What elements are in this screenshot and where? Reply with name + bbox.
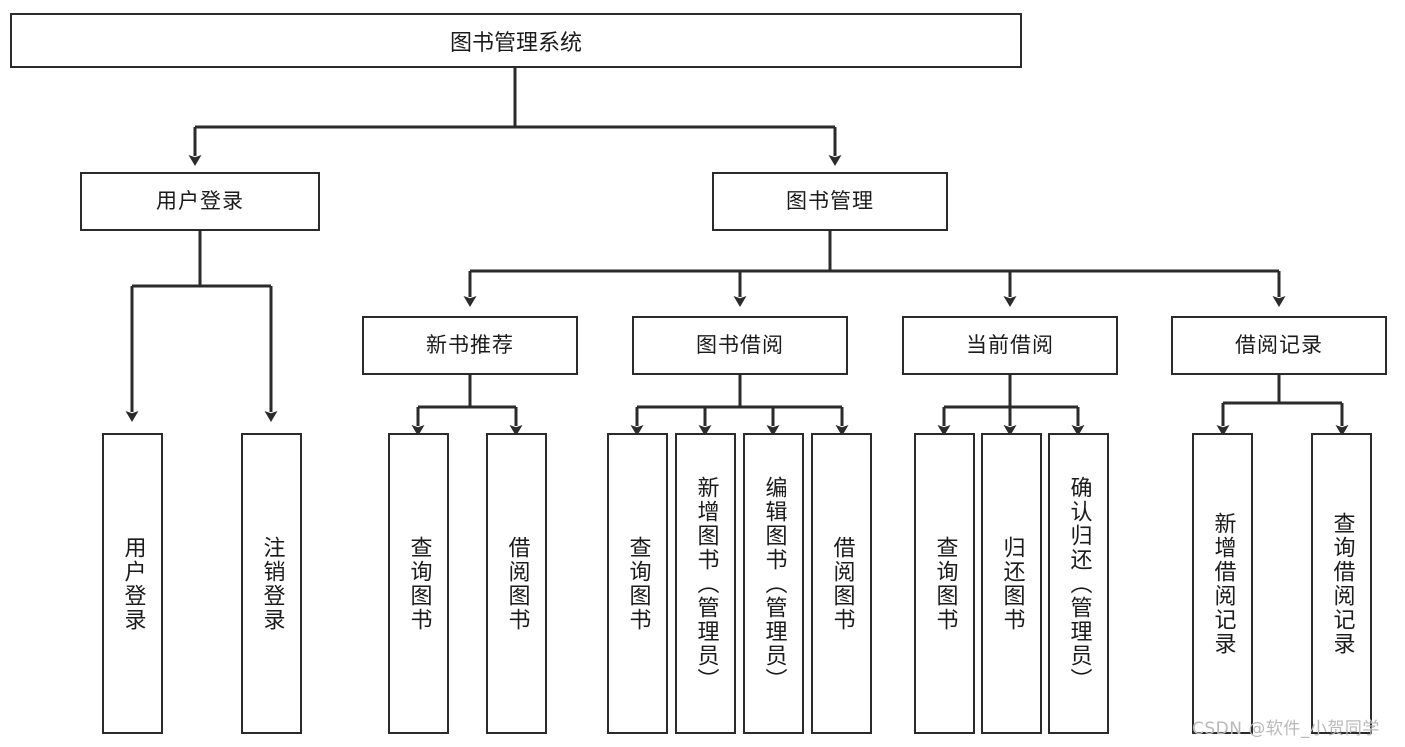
leaf-add-book-admin[interactable]: 新增图书（管理员） bbox=[675, 433, 736, 734]
node-user-login[interactable]: 用户登录 bbox=[80, 172, 320, 231]
leaf-query-book-recommend[interactable]: 查询图书 bbox=[388, 433, 449, 734]
leaf-logout[interactable]: 注销登录 bbox=[241, 433, 302, 734]
leaf-label: 借阅图书 bbox=[829, 535, 855, 632]
leaf-label: 注销登录 bbox=[259, 535, 285, 632]
node-new-book-recommend[interactable]: 新书推荐 bbox=[362, 316, 578, 375]
leaf-label: 确认归还（管理员） bbox=[1066, 475, 1092, 692]
node-label: 新书推荐 bbox=[426, 332, 514, 357]
node-book-borrow[interactable]: 图书借阅 bbox=[632, 316, 848, 375]
leaf-return-book[interactable]: 归还图书 bbox=[981, 433, 1042, 734]
node-label: 图书管理 bbox=[786, 188, 874, 213]
leaf-label: 查询借阅记录 bbox=[1329, 511, 1355, 656]
leaf-confirm-return-admin[interactable]: 确认归还（管理员） bbox=[1048, 433, 1109, 734]
node-label: 当前借阅 bbox=[966, 332, 1054, 357]
leaf-label: 用户登录 bbox=[120, 535, 146, 632]
leaf-label: 归还图书 bbox=[999, 535, 1025, 632]
leaf-label: 借阅图书 bbox=[504, 535, 530, 632]
leaf-query-borrow-record[interactable]: 查询借阅记录 bbox=[1311, 433, 1372, 734]
node-label: 图书借阅 bbox=[696, 332, 784, 357]
node-label: 图书管理系统 bbox=[449, 30, 582, 56]
node-borrow-record[interactable]: 借阅记录 bbox=[1171, 316, 1387, 375]
leaf-query-book-current[interactable]: 查询图书 bbox=[914, 433, 975, 734]
leaf-label: 查询图书 bbox=[932, 535, 958, 632]
leaf-user-login[interactable]: 用户登录 bbox=[102, 433, 163, 734]
leaf-label: 编辑图书（管理员） bbox=[761, 475, 787, 692]
leaf-query-book-borrow[interactable]: 查询图书 bbox=[607, 433, 668, 734]
node-root-system[interactable]: 图书管理系统 bbox=[10, 13, 1022, 68]
leaf-add-borrow-record[interactable]: 新增借阅记录 bbox=[1192, 433, 1253, 734]
leaf-edit-book-admin[interactable]: 编辑图书（管理员） bbox=[743, 433, 804, 734]
node-label: 用户登录 bbox=[156, 188, 244, 213]
leaf-label: 新增借阅记录 bbox=[1210, 511, 1236, 656]
leaf-label: 新增图书（管理员） bbox=[693, 475, 719, 692]
leaf-label: 查询图书 bbox=[406, 535, 432, 632]
node-current-borrow[interactable]: 当前借阅 bbox=[902, 316, 1118, 375]
leaf-label: 查询图书 bbox=[625, 535, 651, 632]
leaf-borrow-book-recommend[interactable]: 借阅图书 bbox=[486, 433, 547, 734]
csdn-watermark: CSDN @软件_小贺同学 bbox=[1192, 719, 1380, 739]
node-book-management[interactable]: 图书管理 bbox=[712, 172, 948, 231]
leaf-borrow-book-borrow[interactable]: 借阅图书 bbox=[811, 433, 872, 734]
node-label: 借阅记录 bbox=[1235, 332, 1323, 357]
